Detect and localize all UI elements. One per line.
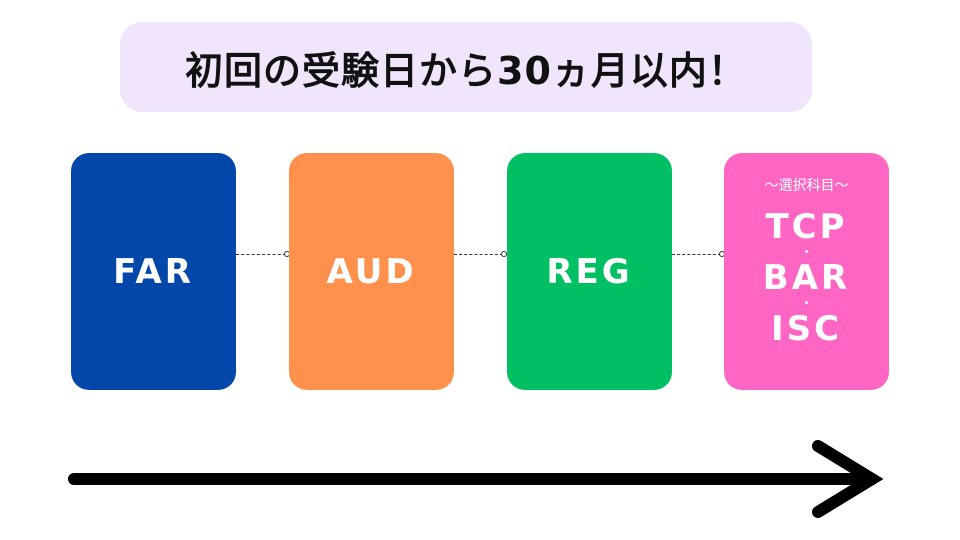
title-banner: 初回の受験日から30ヵ月以内！: [120, 22, 812, 112]
elective-separator-dot: [805, 301, 808, 304]
elective-item-bar: BAR: [762, 258, 851, 298]
elective-separator-dot: [805, 250, 808, 253]
connector-aud-reg-end: [501, 251, 507, 257]
card-aud: AUD: [289, 153, 454, 390]
page-title: 初回の受験日から30ヵ月以内！: [185, 48, 747, 93]
card-elective: 〜選択科目〜 TCP BAR ISC: [724, 153, 889, 390]
card-reg-label: REG: [546, 251, 633, 292]
card-far: FAR: [71, 153, 236, 390]
connector-far-aud: [236, 254, 286, 255]
timeline-arrowhead: [812, 440, 884, 518]
connector-reg-elective: [672, 254, 721, 255]
connector-aud-reg: [454, 254, 503, 255]
elective-item-tcp: TCP: [765, 207, 848, 247]
elective-item-isc: ISC: [770, 309, 843, 349]
card-far-label: FAR: [113, 251, 194, 292]
card-aud-label: AUD: [326, 251, 417, 292]
elective-header: 〜選択科目〜: [764, 178, 849, 194]
card-reg: REG: [507, 153, 672, 390]
right-arrow-icon: [68, 440, 884, 518]
